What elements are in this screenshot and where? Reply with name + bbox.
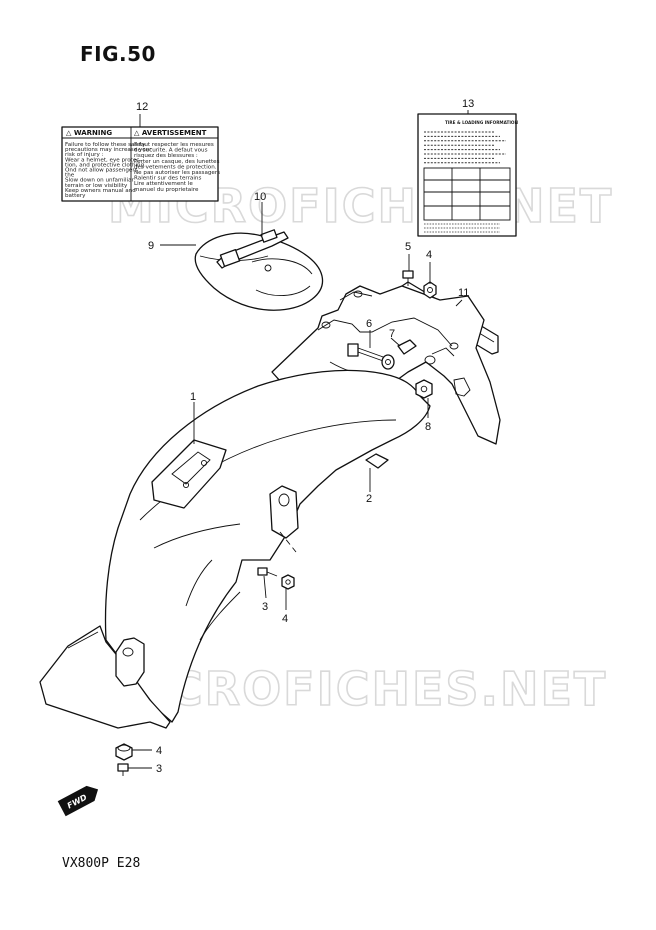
callout-9: 9 (148, 240, 154, 252)
nut-part-4-middle[interactable] (281, 574, 295, 590)
tire-label-heading: TIRE & LOADING INFORMATION (445, 120, 518, 125)
callout-2: 2 (366, 493, 372, 505)
warnLeft-line: Keep owners manual and (65, 188, 136, 194)
callout-3-middle: 3 (262, 601, 268, 613)
bolt-part-3-middle[interactable] (257, 567, 278, 577)
warnLeft-line: terrain or low visibility (65, 183, 128, 189)
callout-4-upper: 4 (426, 249, 432, 261)
callout-4-middle: 4 (282, 613, 288, 625)
warnLeft-line: Slow down on unfamiliar (65, 178, 135, 184)
warnLeft-line: battery (65, 193, 86, 199)
warnLeft-line: Ond not allow passengers (65, 168, 138, 174)
callout-11: 11 (458, 287, 469, 299)
warnRight-line: Ralentir sur des terrains (134, 176, 201, 182)
nut-part-4-upper[interactable] (423, 281, 437, 299)
callout-4-bottom: 4 (156, 745, 162, 757)
bolt-part-5[interactable] (402, 270, 414, 286)
tire-label-lines (424, 131, 506, 233)
leader-lines (128, 110, 469, 769)
callout-8: 8 (425, 421, 431, 433)
warning-label-part[interactable]: △ WARNING △ AVERTISSEMENT Failure to fol… (61, 126, 220, 202)
nut-part-4-bottom[interactable] (115, 743, 133, 761)
callout-7: 7 (389, 328, 395, 340)
fender-flap-part[interactable] (39, 625, 171, 729)
warnLeft-line: precautions may increase your (65, 147, 152, 153)
warnRight-line: manuel du proprietaire (134, 187, 199, 193)
bolt-part-6[interactable] (347, 343, 387, 363)
nut-part-8[interactable] (415, 355, 436, 399)
warning-heading-right: △ AVERTISSEMENT (134, 129, 207, 137)
callout-13: 13 (462, 98, 474, 110)
damper-part-7[interactable] (381, 339, 417, 370)
callout-3-bottom: 3 (156, 763, 162, 775)
warnLeft-line: Wear a helmet, eye protec- (65, 157, 141, 163)
warnRight-line: Porter un casque, des lunettes (134, 159, 220, 165)
fwd-badge: FWD (57, 785, 99, 817)
figure-title: FIG.50 (80, 42, 156, 66)
callout-5: 5 (405, 241, 411, 253)
warning-heading-left: △ WARNING (66, 129, 112, 137)
warnRight-line: de securite. A defaut vous (134, 148, 208, 154)
callout-10: 10 (254, 191, 266, 203)
warnRight-line: des vetements de protection. (134, 164, 217, 170)
warnLeft-line: risk of injury : (65, 152, 104, 158)
pad-part[interactable] (365, 453, 389, 469)
warnRight-line: Lire attentivement le (134, 181, 193, 187)
warnLeft-line: Failure to follow these safety (65, 142, 146, 148)
warnLeft-line: the (65, 173, 75, 179)
bolt-part-3-bottom[interactable] (117, 763, 129, 776)
warnRight-line: risquez des blessures : (134, 153, 198, 159)
strap-part[interactable] (216, 229, 289, 269)
warnRight-line: Ne pas autoriser les passagers (134, 170, 220, 176)
callout-12: 12 (136, 101, 148, 113)
callout-numbers: 12 13 9 10 11 5 4 6 7 8 1 2 3 4 4 3 (136, 98, 474, 775)
callout-1: 1 (190, 391, 196, 403)
callout-6: 6 (366, 318, 372, 330)
model-code: VX800P E28 (62, 856, 141, 871)
tire-info-label-part[interactable]: TIRE & LOADING INFORMATION (417, 113, 518, 237)
warning-left-text: Failure to follow these safetyprecaution… (65, 142, 152, 199)
warnRight-line: Il faut respecter les mesures (134, 142, 214, 148)
warnLeft-line: tion, and protective clothing. (65, 162, 146, 168)
